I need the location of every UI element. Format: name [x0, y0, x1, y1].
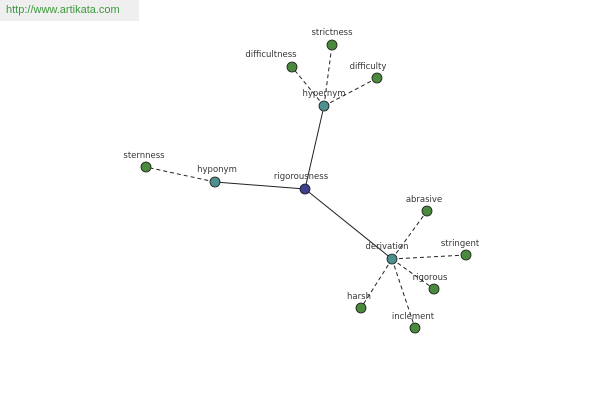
node-hyponym[interactable]: hyponym	[197, 165, 237, 188]
node-rigorous[interactable]: rigorous	[413, 273, 448, 295]
node-dot-difficulty[interactable]	[371, 72, 383, 84]
node-dot-rigorousness[interactable]	[299, 183, 311, 195]
node-label-hyponym: hyponym	[197, 165, 237, 175]
node-label-sternness: sternness	[123, 151, 165, 161]
node-difficultness[interactable]: difficultness	[245, 50, 298, 73]
edge-hyponym-sternness	[145, 166, 216, 183]
node-label-strictness: strictness	[311, 28, 353, 38]
node-dot-abrasive[interactable]	[421, 205, 433, 217]
node-dot-hyponym[interactable]	[209, 176, 221, 188]
node-label-difficultness: difficultness	[245, 50, 297, 60]
node-dot-strictness[interactable]	[326, 39, 338, 51]
node-label-rigorous: rigorous	[413, 273, 448, 283]
edge-rigorousness-derivation	[304, 188, 393, 260]
node-label-abrasive: abrasive	[406, 195, 442, 205]
node-dot-stringent[interactable]	[460, 249, 472, 261]
node-hypernym[interactable]: hypernym	[302, 89, 346, 112]
node-derivation[interactable]: derivation	[365, 242, 409, 265]
node-rigorousness[interactable]: rigorousness	[274, 172, 329, 195]
edge-hypernym-difficulty	[323, 77, 378, 107]
node-inclement[interactable]: inclement	[392, 312, 435, 334]
edge-hypernym-strictness	[323, 44, 333, 107]
node-label-harsh: harsh	[347, 292, 371, 302]
node-label-stringent: stringent	[441, 239, 480, 249]
edge-derivation-abrasive	[391, 210, 428, 260]
edge-rigorousness-hypernym	[304, 105, 325, 190]
node-sternness[interactable]: sternness	[123, 151, 165, 173]
node-dot-rigorous[interactable]	[428, 283, 440, 295]
graph-edges	[145, 44, 467, 329]
node-label-rigorousness: rigorousness	[274, 172, 329, 182]
edge-derivation-rigorous	[391, 258, 435, 290]
edge-rigorousness-hyponym	[214, 181, 306, 190]
node-difficulty[interactable]: difficulty	[350, 62, 387, 84]
node-dot-harsh[interactable]	[355, 302, 367, 314]
node-harsh[interactable]: harsh	[347, 292, 371, 314]
node-dot-derivation[interactable]	[386, 253, 398, 265]
node-label-difficulty: difficulty	[350, 62, 387, 72]
node-stringent[interactable]: stringent	[441, 239, 480, 261]
graph-nodes: strictness difficultness difficulty sternne…	[123, 28, 480, 334]
edge-derivation-inclement	[391, 258, 416, 329]
edge-derivation-stringent	[391, 254, 467, 260]
edge-derivation-harsh	[360, 258, 393, 309]
node-dot-difficultness[interactable]	[286, 61, 298, 73]
node-label-hypernym: hypernym	[302, 89, 345, 99]
node-strictness[interactable]: strictness	[311, 28, 353, 51]
node-dot-sternness[interactable]	[140, 161, 152, 173]
node-dot-hypernym[interactable]	[318, 100, 330, 112]
node-dot-inclement[interactable]	[409, 322, 421, 334]
source-link[interactable]: http://www.artikata.com	[0, 0, 139, 21]
node-label-derivation: derivation	[365, 242, 408, 252]
node-abrasive[interactable]: abrasive	[406, 195, 442, 217]
edge-hypernym-difficultness	[291, 66, 325, 107]
node-label-inclement: inclement	[392, 312, 435, 322]
